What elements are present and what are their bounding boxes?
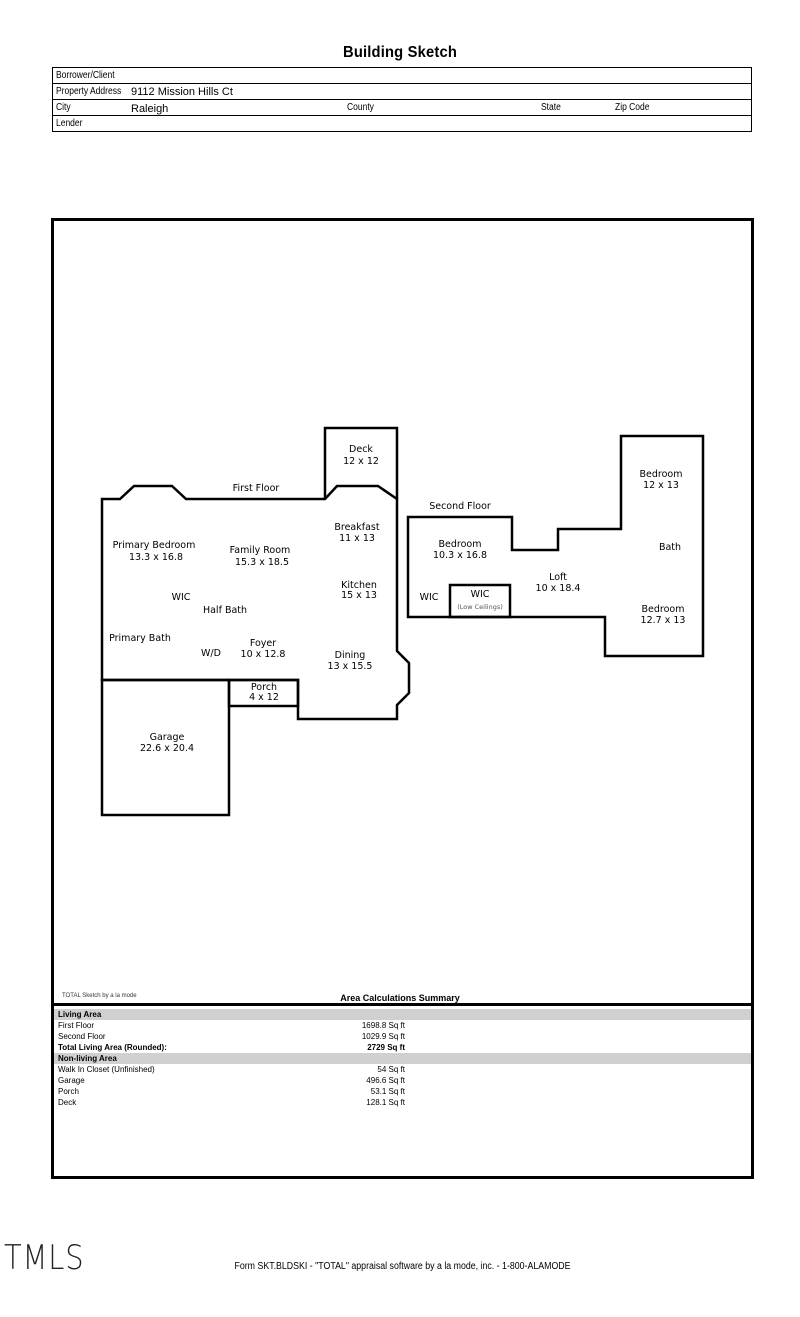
borrower-row: Borrower/Client (53, 68, 751, 84)
room-dims: 15 x 13 (341, 590, 377, 601)
room-dims: 11 x 13 (339, 533, 375, 544)
room-name: Deck (349, 444, 373, 455)
room-name: Bedroom (642, 604, 685, 615)
deck-outline (323, 426, 399, 499)
room-dims: 22.6 x 20.4 (140, 743, 194, 754)
room-dims: 12.7 x 13 (641, 615, 686, 626)
room-name: Primary Bedroom (113, 540, 196, 551)
first-floor-outline (100, 484, 411, 721)
borrower-label: Borrower/Client (56, 70, 115, 81)
summary-divider (51, 1003, 754, 1006)
city-label: City (56, 102, 71, 113)
room-name: W/D (201, 648, 221, 659)
page-title: Building Sketch (343, 44, 457, 61)
room-dims: 10 x 12.8 (241, 649, 286, 660)
room-dims: 15.3 x 18.5 (235, 557, 289, 568)
room-dims: 12 x 12 (343, 456, 379, 467)
room-dims: 4 x 12 (249, 692, 279, 703)
address-value: 9112 Mission Hills Ct (131, 86, 233, 98)
room-name: Half Bath (203, 605, 247, 616)
room-name: Garage (150, 732, 185, 743)
garage-outline (100, 678, 231, 817)
summary-title: Area Calculations Summary (340, 993, 460, 1003)
property-header-table: Borrower/Client Property Address 9112 Mi… (52, 67, 752, 132)
section-header: Non-living Area (54, 1053, 751, 1064)
lender-label: Lender (56, 118, 83, 129)
floor-plan-sketch: First Floor Second Floor Deck 12 x 12 Br… (100, 426, 705, 817)
room-dims: (Low Ceilings) (457, 603, 503, 611)
room-name: Foyer (250, 638, 276, 649)
table-row: Porch 53.1 Sq ft (58, 1087, 405, 1096)
room-dims: 10 x 18.4 (536, 583, 581, 594)
room-name: Bedroom (439, 539, 482, 550)
living-area-header: Living Area (58, 1010, 102, 1019)
room-dims: 12 x 13 (643, 480, 679, 491)
room-name: Dining (335, 650, 366, 661)
second-floor-outline (406, 434, 705, 658)
form-footer: Form SKT.BLDSKI - "TOTAL" appraisal soft… (234, 1261, 571, 1272)
sketch-credit: TOTAL Sketch by a la mode (62, 993, 137, 999)
room-name: Loft (549, 572, 567, 583)
city-value: Raleigh (131, 103, 169, 115)
room-name: Bedroom (640, 469, 683, 480)
nonliving-area-header: Non-living Area (58, 1054, 117, 1063)
second-floor-label: Second Floor (429, 501, 491, 512)
table-row: Second Floor 1029.9 Sq ft (58, 1032, 405, 1041)
address-label: Property Address (56, 86, 122, 97)
city-row: City Raleigh County State Zip Code (53, 100, 751, 116)
room-name: Bath (659, 542, 681, 553)
first-floor-label: First Floor (233, 483, 280, 494)
room-dims: 13.3 x 16.8 (129, 552, 183, 563)
room-name: WIC (471, 589, 490, 600)
table-row: First Floor 1698.8 Sq ft (58, 1021, 405, 1030)
room-name: Primary Bath (109, 633, 171, 644)
room-name: Breakfast (334, 522, 379, 533)
room-name: Family Room (230, 545, 291, 556)
address-row: Property Address 9112 Mission Hills Ct (53, 84, 751, 100)
room-dims: 13 x 15.5 (328, 661, 373, 672)
room-name: WIC (172, 592, 191, 603)
tmls-logo: TMLS (4, 1238, 85, 1278)
table-row: Garage 496.6 Sq ft (58, 1076, 405, 1085)
zip-label: Zip Code (615, 102, 650, 113)
room-name: WIC (420, 592, 439, 603)
lender-row: Lender (53, 116, 751, 131)
room-name: Porch (251, 682, 277, 693)
county-label: County (347, 102, 374, 113)
table-row: Walk In Closet (Unfinished) 54 Sq ft (58, 1065, 405, 1074)
section-header: Living Area (54, 1009, 751, 1020)
total-row: Total Living Area (Rounded): 2729 Sq ft (58, 1043, 405, 1052)
wic-low-ceiling-outline (448, 583, 512, 619)
sketch-frame (51, 218, 754, 1179)
area-summary-table: Living Area First Floor 1698.8 Sq ft Sec… (54, 1009, 751, 1108)
state-label: State (541, 102, 561, 113)
room-name: Kitchen (341, 580, 377, 591)
room-dims: 10.3 x 16.8 (433, 550, 487, 561)
table-row: Deck 128.1 Sq ft (58, 1098, 405, 1107)
